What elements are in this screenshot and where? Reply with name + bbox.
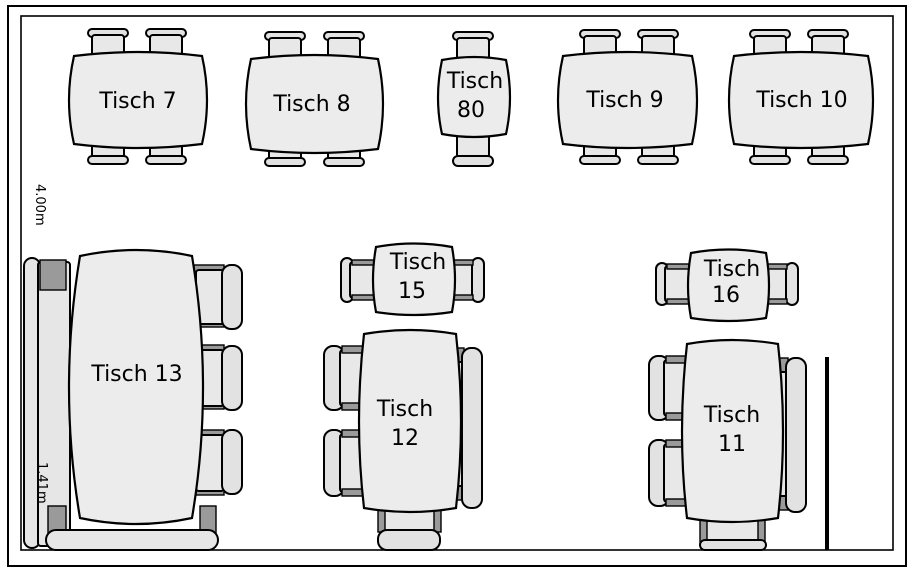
table-label: 16 xyxy=(712,283,740,308)
table-label: Tisch xyxy=(376,397,433,422)
table-top xyxy=(244,53,385,155)
chair-back xyxy=(87,155,129,165)
chair-back xyxy=(221,345,243,411)
bench-armrest xyxy=(39,259,67,291)
table-label: Tisch xyxy=(703,257,760,282)
chair-back xyxy=(452,155,494,167)
table-top xyxy=(357,328,463,514)
chair-back xyxy=(749,155,791,165)
chair-back xyxy=(699,539,767,551)
table-label: Tisch xyxy=(703,403,760,428)
table-top xyxy=(680,338,785,524)
chair-back xyxy=(807,155,849,165)
table-top xyxy=(67,248,205,526)
table-label: Tisch 7 xyxy=(98,89,176,114)
dimension-label: 4.00m xyxy=(32,184,47,226)
table-top xyxy=(67,50,209,150)
table-group-11[interactable]: Tisch 11 xyxy=(648,338,807,551)
table-group-15[interactable]: Tisch 15 xyxy=(340,242,485,317)
bench-back xyxy=(785,357,807,513)
table-label: Tisch xyxy=(389,250,446,275)
table-top xyxy=(727,50,875,150)
chair-arm xyxy=(351,294,375,301)
chair-arm xyxy=(666,298,690,305)
table-top xyxy=(556,50,699,150)
table-group-8[interactable]: Tisch 8 xyxy=(244,31,385,167)
chair-back xyxy=(471,257,485,303)
chair-back xyxy=(221,429,243,495)
chair-back xyxy=(145,155,187,165)
chair-back xyxy=(221,264,243,330)
table-label: 12 xyxy=(391,426,419,451)
table-label: 11 xyxy=(718,432,746,457)
table-group-10[interactable]: Tisch 10 xyxy=(727,29,875,165)
table-group-7[interactable]: Tisch 7 xyxy=(67,28,209,165)
table-top xyxy=(436,55,512,139)
table-label: Tisch 8 xyxy=(272,92,350,117)
table-label: Tisch 9 xyxy=(585,88,663,113)
table-group-16[interactable]: Tisch 16 xyxy=(655,248,799,323)
table-group-12[interactable]: Tisch 12 xyxy=(323,328,483,551)
table-label: Tisch 13 xyxy=(90,362,182,387)
table-group-9[interactable]: Tisch 9 xyxy=(556,29,699,165)
chair-back xyxy=(785,262,799,306)
table-group-80[interactable]: Tisch 80 xyxy=(436,31,512,167)
bench-back xyxy=(461,347,483,509)
chair-back xyxy=(377,529,441,551)
dimension-label: 1.41m xyxy=(34,462,49,504)
table-label: Tisch xyxy=(446,69,503,94)
chair-back xyxy=(323,157,365,167)
table-label: 15 xyxy=(398,279,426,304)
chair-back xyxy=(264,157,306,167)
bench xyxy=(45,529,219,551)
chair-arm xyxy=(351,259,375,266)
table-top xyxy=(371,242,457,317)
chair-back xyxy=(579,155,621,165)
table-label: 80 xyxy=(457,98,485,123)
table-group-13[interactable]: Tisch 13 xyxy=(23,248,243,551)
table-top xyxy=(686,248,771,323)
chair-back xyxy=(637,155,679,165)
table-label: Tisch 10 xyxy=(755,88,847,113)
chair-arm xyxy=(666,263,690,270)
